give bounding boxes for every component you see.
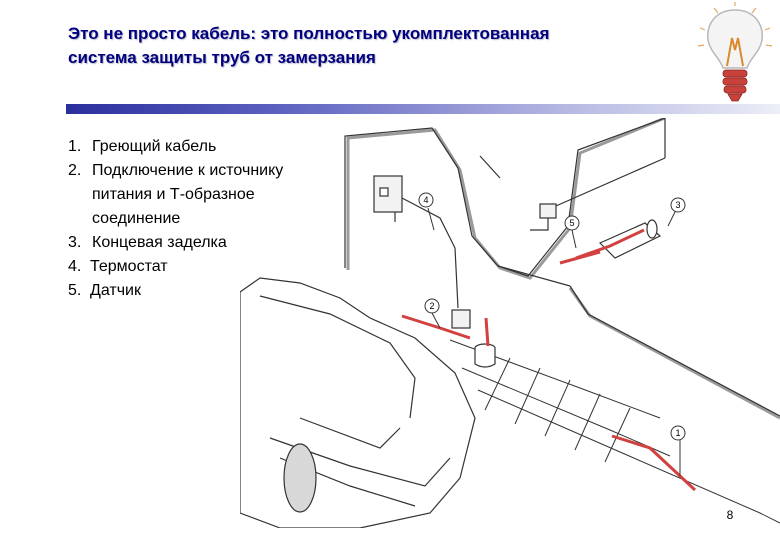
lightbulb-icon (697, 2, 773, 102)
slide-title-line-2: система защиты труб от замерзания (68, 48, 376, 67)
callout-3 (670, 197, 686, 213)
list-item: 2. Подключение к источнику питания и Т-о… (68, 159, 348, 231)
callout-leaders (427, 207, 681, 476)
callout-label-4: 4 (423, 195, 428, 205)
list-item-text: Греющий кабель (92, 138, 217, 155)
list-item-number: 5. (68, 282, 82, 299)
list-item-number: 2. (68, 162, 82, 179)
callout-label-1: 1 (675, 428, 680, 438)
slide-title: Это не просто кабель: это полностью уком… (68, 22, 668, 70)
list-item: 4. Термостат (68, 255, 348, 279)
building-outline (344, 118, 780, 417)
car-illustration (240, 277, 476, 528)
list-item-number: 4. (68, 258, 82, 275)
callout-label-3: 3 (675, 200, 680, 210)
list-item: 5. Датчик (68, 279, 348, 303)
callouts (418, 192, 686, 441)
list-item-text: Подключение к источнику питания и Т-обра… (92, 162, 284, 227)
page-number: 8 (726, 508, 734, 522)
list-item-number: 1. (68, 138, 82, 155)
callout-2 (424, 298, 440, 314)
ground-tiles (449, 339, 780, 524)
list-item: 3. Концевая заделка (68, 231, 348, 255)
list-item-number: 3. (68, 234, 82, 251)
pipe-heating-diagram: 4 3 5 2 1 (240, 118, 780, 528)
slide-title-line-1: Это не просто кабель: это полностью уком… (68, 24, 550, 43)
title-divider (66, 104, 780, 114)
components-list: 1. Греющий кабель 2. Подключение к источ… (68, 135, 348, 303)
callout-1 (670, 425, 686, 441)
callout-label-5: 5 (569, 218, 574, 228)
callout-4 (418, 192, 434, 208)
callout-5 (564, 215, 580, 231)
list-item-text: Датчик (90, 282, 141, 299)
list-item-text: Концевая заделка (92, 234, 227, 251)
callout-label-2: 2 (429, 301, 434, 311)
list-item-text: Термостат (90, 258, 168, 275)
list-item: 1. Греющий кабель (68, 135, 348, 159)
equipment (373, 175, 662, 368)
